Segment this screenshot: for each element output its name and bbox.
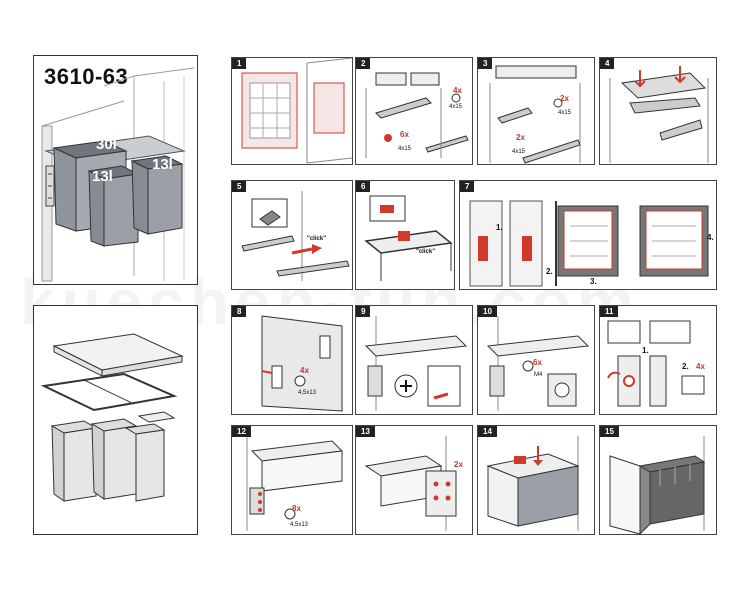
screw-quantity-a: 2x [560, 94, 569, 103]
adjust-front-height-illustration [364, 436, 457, 531]
fine-adjust-illustration [607, 320, 705, 407]
step-12-panel: 12 8x 4,5x13 [231, 425, 353, 535]
step-14-panel: 14 [477, 425, 595, 535]
screw-size: M4 [534, 372, 543, 378]
screw-quantity-b: 6x [400, 130, 409, 139]
quantity: 2x [454, 460, 463, 469]
screw-size: 4,5x13 [290, 522, 309, 528]
step-4-panel: 4 [599, 57, 717, 165]
step-3-panel: 3 2x 4x15 2x 4x15 [477, 57, 595, 165]
quantity: 4x [696, 362, 705, 371]
substep-1: 1. [496, 223, 503, 232]
step-2-panel: 2 4x 4x15 6x 4x15 [355, 57, 473, 165]
step-number: 9 [356, 306, 371, 317]
screw-quantity: 8x [292, 504, 301, 513]
screw-quantity-a: 4x [453, 86, 462, 95]
step-10-panel: 10 6x M4 [477, 305, 595, 415]
template-on-cabinet-side-illustration [241, 58, 352, 164]
step-7-panel: 7 1. 2. 3. 4. [459, 180, 717, 290]
step-5-panel: 5 "click" [231, 180, 353, 290]
step-13-panel: 13 2x [355, 425, 473, 535]
clip-rail-illustration [241, 191, 350, 281]
screw-size-a: 4x15 [449, 104, 463, 110]
click-annotation: "click" [416, 249, 436, 255]
insert-frame-illustration [609, 66, 709, 163]
step-11-panel: 11 1. 2. 4x [599, 305, 717, 415]
screw-side-rails-illustration [489, 65, 581, 164]
step-1-panel: 1 [231, 57, 353, 165]
step-number: 11 [600, 306, 619, 317]
step-number: 14 [478, 426, 497, 437]
step-number: 10 [478, 306, 497, 317]
screw-size-b: 4x15 [398, 146, 412, 152]
front-panel-template-illustration [469, 200, 709, 287]
attach-front-illustration [486, 316, 590, 411]
click-annotation: "click" [307, 236, 327, 242]
step-6-panel: 6 "click" [355, 180, 455, 290]
step-number: 15 [600, 426, 619, 437]
cabinet-with-bins-illustration [41, 67, 195, 282]
screw-quantity: 6x [533, 358, 542, 367]
screw-front-brackets-illustration [365, 72, 469, 158]
model-number: 3610-63 [44, 64, 129, 89]
step-number: 13 [356, 426, 375, 437]
step-number: 6 [356, 181, 371, 192]
step-8-panel: 8 4x 4,5x13 [231, 305, 353, 415]
step-15-panel: 15 [599, 425, 717, 535]
screw-size-b: 4x15 [512, 149, 526, 155]
substep-2: 2. [546, 267, 553, 276]
capacity-large-label: 30l [96, 136, 117, 153]
step-number: 12 [232, 426, 251, 437]
finished-assembly-illustration [609, 436, 706, 534]
screw-size-a: 4x15 [558, 110, 572, 116]
screw-size: 4,5x13 [298, 390, 317, 396]
step-number: 5 [232, 181, 247, 192]
mount-brackets-on-front-illustration [261, 315, 343, 412]
screw-quantity-b: 2x [516, 133, 525, 142]
step-number: 7 [460, 181, 475, 192]
substep-3: 3. [590, 277, 597, 286]
attach-frame-illustration [364, 195, 453, 281]
step-number: 3 [478, 58, 493, 69]
substep-4: 4. [707, 233, 714, 242]
screw-front-brackets-illustration [246, 436, 344, 531]
step-number: 4 [600, 58, 615, 69]
screw-adjust-illustration [364, 316, 468, 411]
capacity-small-right-label: 13l [152, 156, 173, 173]
step-number: 1 [232, 58, 247, 69]
exploded-view-panel [33, 305, 198, 535]
step-number: 2 [356, 58, 371, 69]
screw-quantity: 4x [300, 366, 309, 375]
exploded-bins-illustration [40, 333, 184, 502]
insert-bins-illustration [486, 436, 580, 531]
substep-1: 1. [642, 346, 649, 355]
step-9-panel: 9 [355, 305, 473, 415]
capacity-small-left-label: 13l [92, 168, 113, 185]
product-overview-panel: 3610-63 30l 13l 13l [33, 55, 198, 285]
step-number: 8 [232, 306, 247, 317]
substep-2: 2. [682, 362, 689, 371]
